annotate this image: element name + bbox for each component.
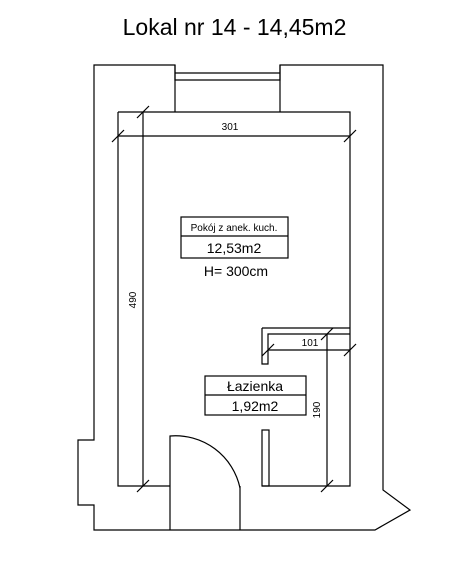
- partition-stub: [261, 429, 270, 487]
- dim-tick-left: [111, 129, 125, 143]
- plan-title: Lokal nr 14 - 14,45m2: [122, 14, 347, 40]
- outer-wall: [77, 64, 412, 531]
- dim-tick-right: [343, 129, 357, 143]
- dim-main-length-label: 490: [128, 291, 139, 308]
- chimney-block: [174, 65, 281, 112]
- door-swing: [169, 435, 241, 489]
- dim-bath-width-label: 101: [302, 338, 319, 349]
- main-room-area: 12,53m2: [207, 240, 262, 256]
- main-room-label-box: [180, 216, 289, 259]
- dim-tick-bottom: [136, 479, 150, 493]
- bathroom-area: 1,92m2: [232, 398, 279, 414]
- dim-tick-bath-bottom: [320, 479, 334, 493]
- main-room-name: Pokój z anek. kuch.: [191, 223, 278, 234]
- dim-main-width-label: 301: [222, 122, 239, 133]
- dim-bath-length-label: 190: [312, 401, 323, 418]
- inner-wall: [117, 111, 351, 488]
- dim-tick-bath-top: [320, 327, 334, 341]
- bathroom-name: Łazienka: [227, 378, 283, 394]
- dim-tick-bath-right: [343, 343, 357, 357]
- bathroom-partition: [261, 327, 350, 365]
- dim-tick-bath-left: [261, 343, 275, 357]
- main-room-height: H= 300cm: [204, 263, 268, 279]
- door-opening: [169, 486, 241, 530]
- dim-tick-top: [136, 105, 150, 119]
